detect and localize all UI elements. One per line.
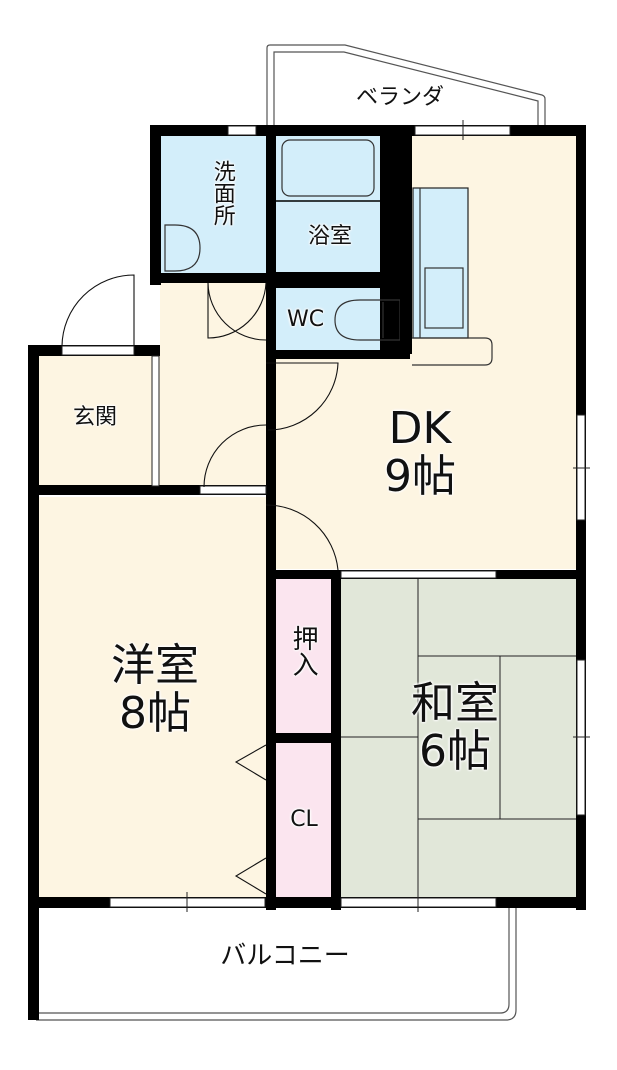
doors bbox=[61, 274, 339, 895]
toilet-bowl bbox=[334, 299, 401, 341]
veranda-area bbox=[266, 44, 546, 132]
veranda-label: ベランダ bbox=[355, 85, 444, 110]
dk-name: DK bbox=[388, 403, 452, 454]
tatami-lines bbox=[341, 578, 576, 906]
japanese-room-size: 6帖 bbox=[419, 725, 491, 777]
western-room-label: 洋室 8帖 bbox=[70, 642, 240, 737]
toilet-label: WC bbox=[286, 307, 325, 332]
japanese-room-name: 和室 bbox=[411, 678, 499, 729]
cl-label: CL bbox=[290, 807, 318, 832]
balcony-label: バルコニー bbox=[220, 941, 350, 971]
windows bbox=[61, 120, 590, 912]
fixtures bbox=[164, 139, 493, 366]
bathtub bbox=[281, 139, 375, 197]
hallway-floor bbox=[160, 282, 268, 490]
western-room-size: 8帖 bbox=[119, 687, 191, 739]
japanese-room-label: 和室 6帖 bbox=[375, 680, 535, 775]
room-floors bbox=[36, 135, 576, 897]
oshiire-floor bbox=[276, 578, 331, 735]
dk-size: 9帖 bbox=[384, 450, 456, 502]
cl-floor bbox=[276, 742, 331, 897]
western-room-name: 洋室 bbox=[111, 640, 199, 691]
bathroom-label: 浴室 bbox=[307, 224, 352, 249]
entrance-label: 玄関 bbox=[72, 405, 117, 430]
balcony-area bbox=[36, 904, 517, 1021]
kitchen-counter bbox=[412, 187, 469, 339]
dk-label: DK 9帖 bbox=[340, 405, 500, 500]
western-room-floor bbox=[36, 497, 266, 897]
washbasin bbox=[164, 224, 201, 272]
entrance-floor bbox=[36, 355, 160, 485]
sink bbox=[424, 267, 464, 329]
washroom-floor bbox=[160, 135, 270, 275]
washroom-label: 洗面所 bbox=[209, 160, 235, 226]
oshiire-label: 押入 bbox=[288, 625, 319, 677]
